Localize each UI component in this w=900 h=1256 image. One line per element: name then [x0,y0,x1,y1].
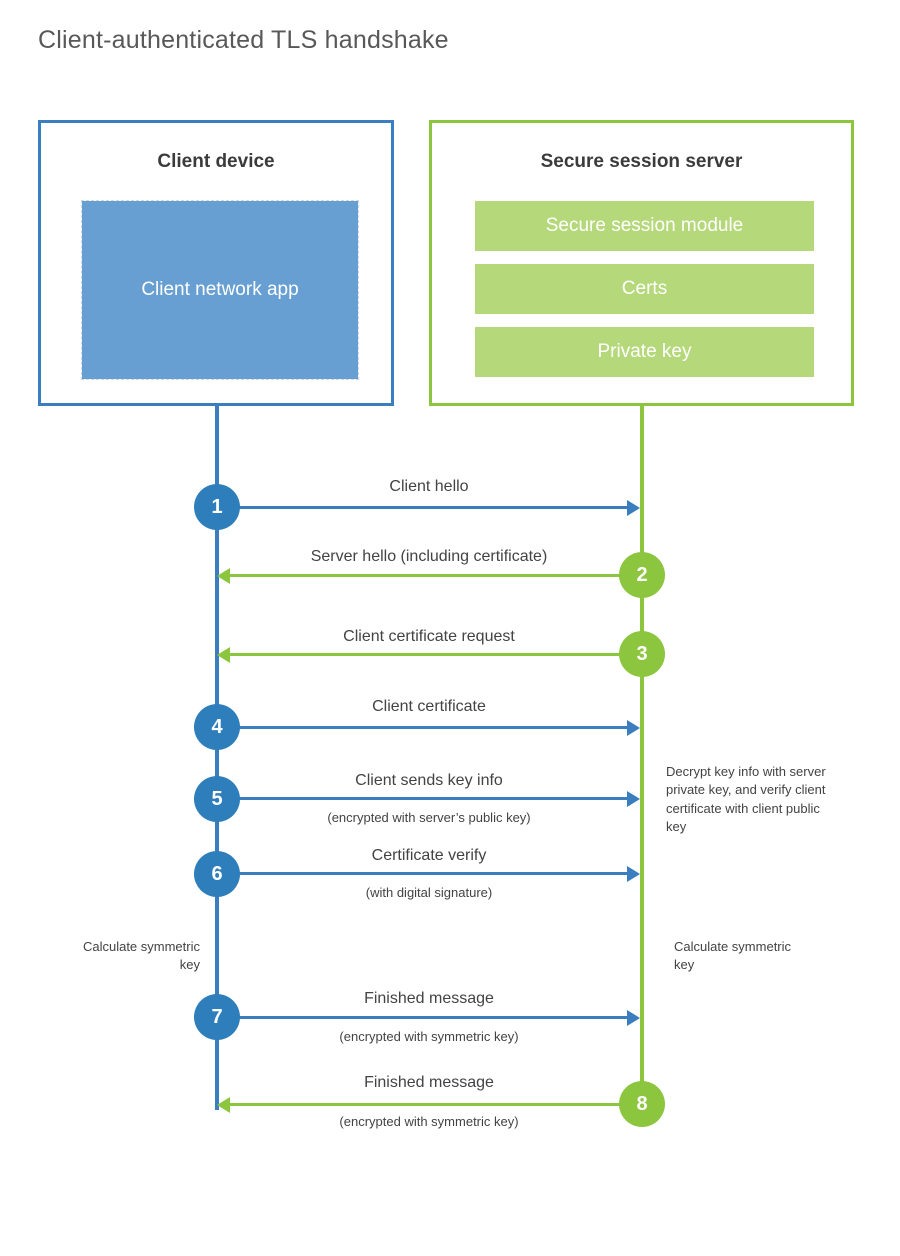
server-component-secure-session-module: Secure session module [475,201,814,251]
step-7-label: Finished message [364,990,494,1007]
step-5-arrow-line [217,797,627,800]
step-7-arrow-head [627,1010,640,1026]
page-title: Client-authenticated TLS handshake [38,26,449,54]
step-2-marker[interactable]: 2 [619,552,665,598]
step-5-arrow-head [627,791,640,807]
step-3-label: Client certificate request [343,628,515,645]
step-7-arrow-line [217,1016,627,1019]
step-6-arrow-head [627,866,640,882]
step-4-arrow-head [627,720,640,736]
server-calculate-symmetric-key-note: Calculate symmetric key [674,939,792,973]
client-lifeline [215,406,219,1110]
server-component-certs: Certs [475,264,814,314]
step-6-marker[interactable]: 6 [194,851,240,897]
step-8-arrow-head [217,1097,230,1113]
step-8-sublabel: (encrypted with symmetric key) [339,1114,519,1129]
step-3-marker[interactable]: 3 [619,631,665,677]
client-device-title: Client device [157,151,275,172]
step-1-label: Client hello [389,478,469,495]
step-2-label: Server hello (including certificate) [310,548,548,565]
step-8-marker[interactable]: 8 [619,1081,665,1127]
step-1-arrow-head [627,500,640,516]
client-calculate-symmetric-key-note: Calculate symmetric key [82,939,200,973]
server-lifeline [640,406,644,1106]
server-component-private-key: Private key [475,327,814,377]
step-7-marker[interactable]: 7 [194,994,240,1040]
step-7-sublabel: (encrypted with symmetric key) [339,1029,519,1044]
step-5-marker[interactable]: 5 [194,776,240,822]
step-3-arrow-head [217,647,230,663]
step-8-arrow-line [230,1103,642,1106]
client-network-app-block: Client network app [81,200,359,380]
step-6-sublabel: (with digital signature) [365,885,493,900]
step-8-label: Finished message [364,1074,494,1091]
secure-session-server-box: Secure session server Secure session mod… [429,120,854,406]
step-5-sublabel: (encrypted with server’s public key) [327,810,531,825]
step-5-label: Client sends key info [355,772,503,789]
client-device-box: Client device Client network app [38,120,394,406]
step-4-arrow-line [217,726,627,729]
step-1-arrow-line [217,506,627,509]
step-6-arrow-line [217,872,627,875]
step-2-arrow-head [217,568,230,584]
step-2-arrow-line [230,574,642,577]
step-3-arrow-line [230,653,642,656]
step-4-label: Client certificate [372,698,486,715]
secure-session-server-title: Secure session server [540,151,743,172]
step-4-marker[interactable]: 4 [194,704,240,750]
step-6-label: Certificate verify [371,847,487,864]
server-decrypt-note: Decrypt key info with server private key… [666,764,826,835]
step-1-marker[interactable]: 1 [194,484,240,530]
